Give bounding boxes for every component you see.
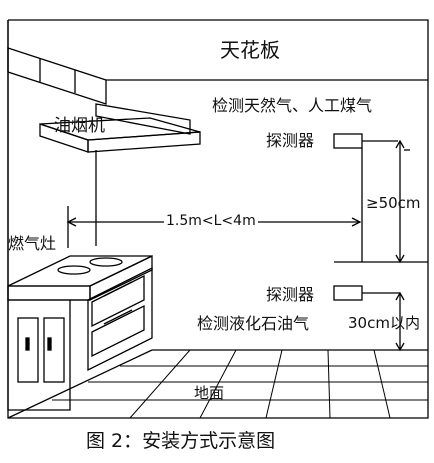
floor-tiles: [52, 349, 428, 419]
distance-label: 1.5m<L<4m: [164, 213, 258, 229]
lpg-detect-label: 检测液化石油气: [197, 314, 310, 333]
bottom-detector-box: [333, 285, 363, 301]
detectors: [333, 133, 428, 301]
bottom-detector-label: 探测器: [266, 285, 315, 304]
natural-gas-detect-label: 检测天然气、人工煤气: [212, 96, 373, 115]
height-dimensions: [395, 139, 410, 352]
range-hood: [39, 103, 201, 246]
top-detector-box: [333, 133, 363, 149]
ceiling-label: 天花板: [220, 38, 280, 62]
stove-counter: [7, 254, 153, 411]
figure-caption: 图 2：安装方式示意图: [86, 430, 276, 452]
height-above-label: ≥50cm: [366, 194, 421, 212]
gas-stove-label: 燃气灶: [8, 234, 57, 253]
height-below-label: 30cm以内: [348, 314, 420, 332]
wall-cabinet: [7, 47, 107, 105]
range-hood-label: 油烟机: [54, 116, 105, 136]
floor-label: 地面: [194, 384, 225, 402]
top-detector-label: 探测器: [266, 131, 315, 150]
